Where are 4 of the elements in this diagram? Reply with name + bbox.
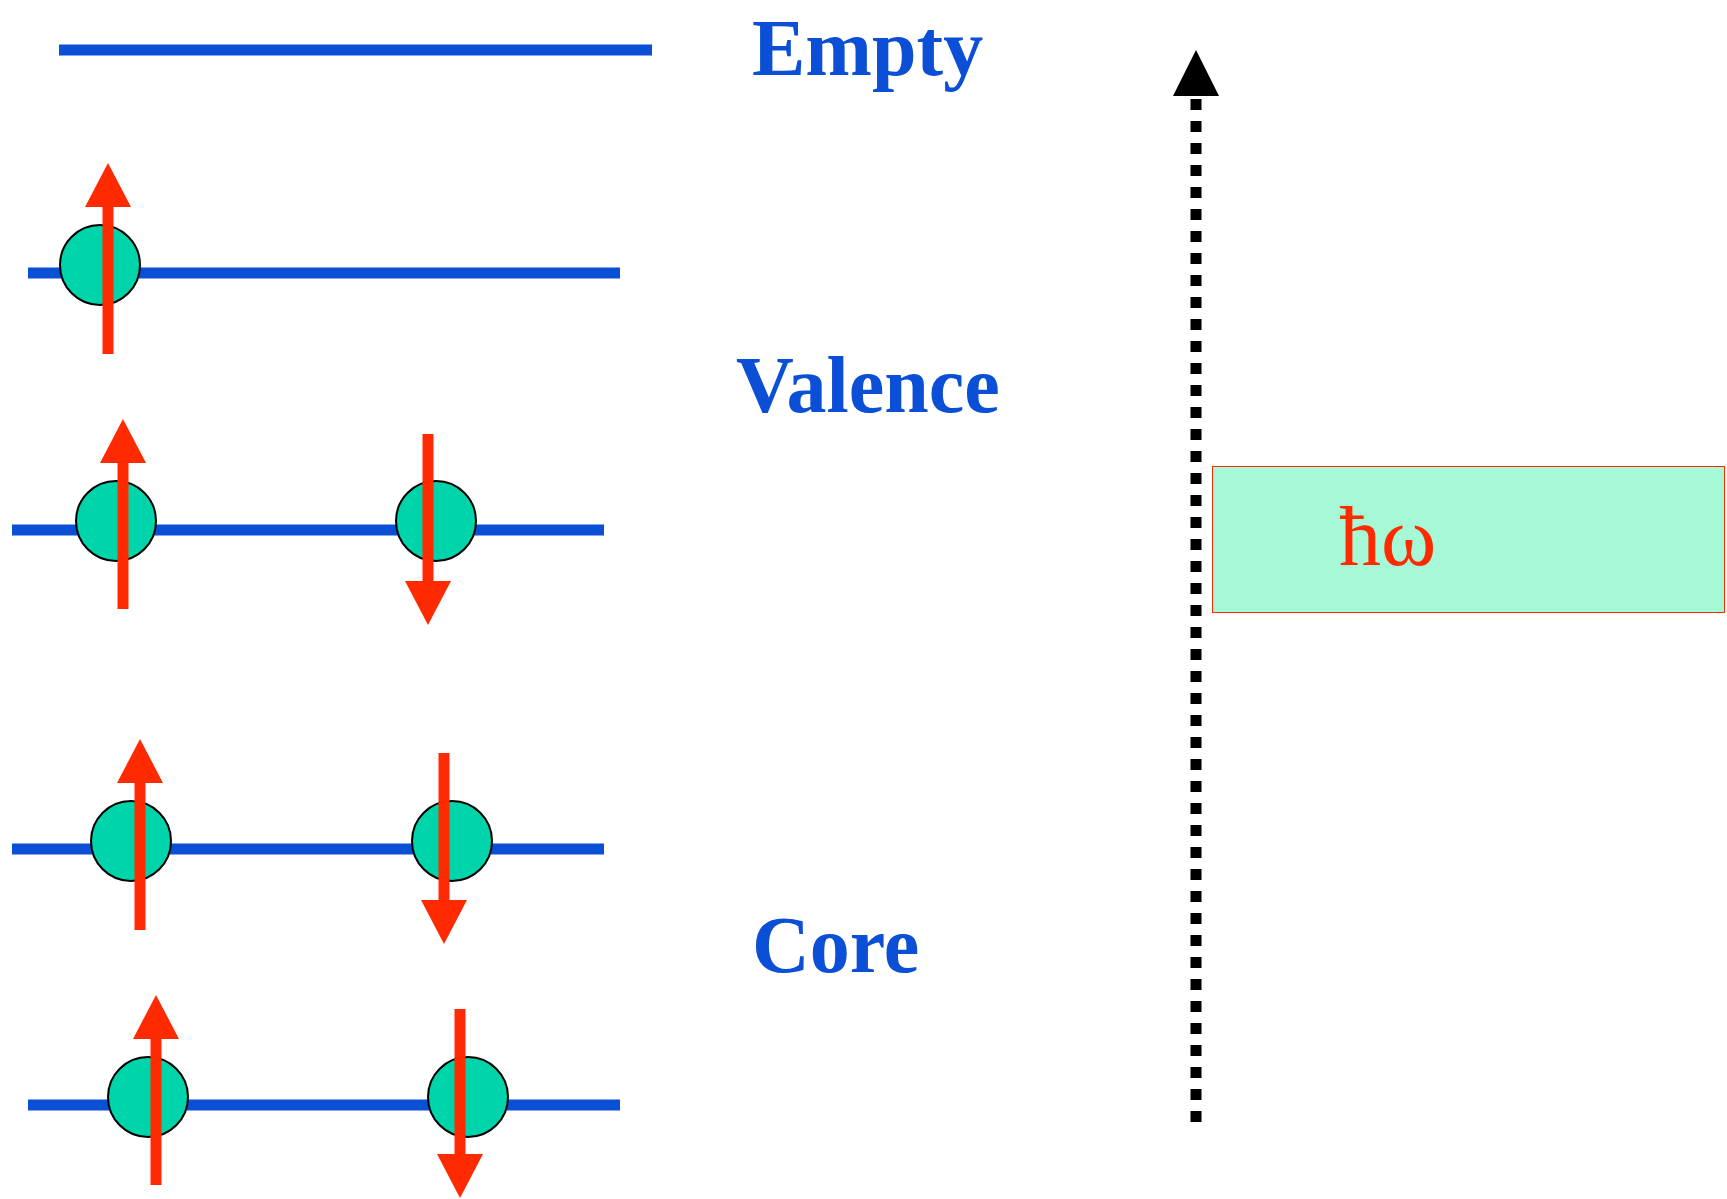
photon-energy-box [1212, 466, 1725, 613]
level-label: Core [752, 905, 920, 985]
level-label: Valence [736, 345, 1000, 425]
photon-energy-symbol: ħω [1339, 495, 1437, 579]
